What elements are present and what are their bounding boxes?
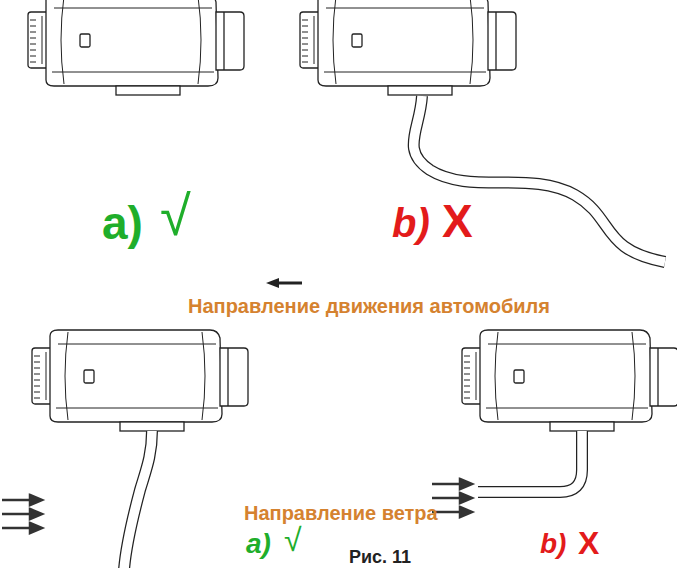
variant-letter: a)	[246, 530, 271, 558]
variant-letter: a)	[102, 200, 143, 246]
variant-letter: b)	[540, 530, 566, 558]
check-mark: √	[284, 524, 302, 556]
variant-letter: b)	[392, 203, 430, 243]
cross-mark: X	[578, 527, 599, 559]
cross-mark: X	[442, 198, 473, 244]
direction-label: Направление движения автомобиля	[188, 296, 550, 316]
figure-caption: Рис. 11	[349, 548, 411, 566]
wind-label: Направление ветра	[244, 503, 438, 523]
check-mark: √	[160, 188, 191, 244]
